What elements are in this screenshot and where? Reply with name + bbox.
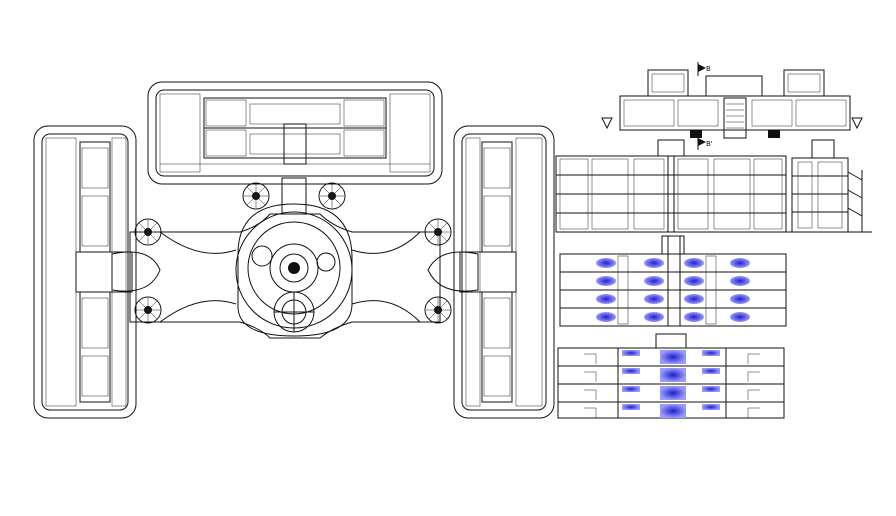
north-triangle-marker-icon	[851, 117, 863, 130]
top-building-block	[147, 81, 443, 185]
tree-symbols	[134, 182, 452, 324]
central-plaza	[235, 177, 353, 337]
side-elevation	[786, 139, 872, 233]
front-elevation	[555, 139, 787, 233]
right-building-block	[427, 125, 555, 419]
floor-plan: B B'	[601, 62, 863, 150]
blue-fixtures	[622, 350, 720, 418]
tree-symbol	[424, 296, 452, 324]
building-section-1	[559, 235, 787, 327]
tree-symbol	[242, 182, 270, 210]
north-triangle-marker-icon	[601, 117, 613, 130]
section-marker-bottom: B'	[697, 136, 713, 150]
section-flag-marker-icon	[698, 138, 706, 146]
section-flag-marker-icon	[698, 64, 706, 72]
section-marker-top: B	[697, 62, 711, 76]
tree-symbol	[134, 296, 162, 324]
left-building-block	[33, 125, 161, 419]
section-marker-bottom-label: B'	[706, 140, 713, 148]
tree-symbol	[424, 218, 452, 246]
building-section-2	[557, 333, 785, 419]
tree-symbol	[134, 218, 162, 246]
section-marker-top-label: B	[706, 65, 711, 73]
site-plan	[33, 81, 555, 419]
blue-fixtures	[596, 258, 750, 322]
tree-symbol	[318, 182, 346, 210]
